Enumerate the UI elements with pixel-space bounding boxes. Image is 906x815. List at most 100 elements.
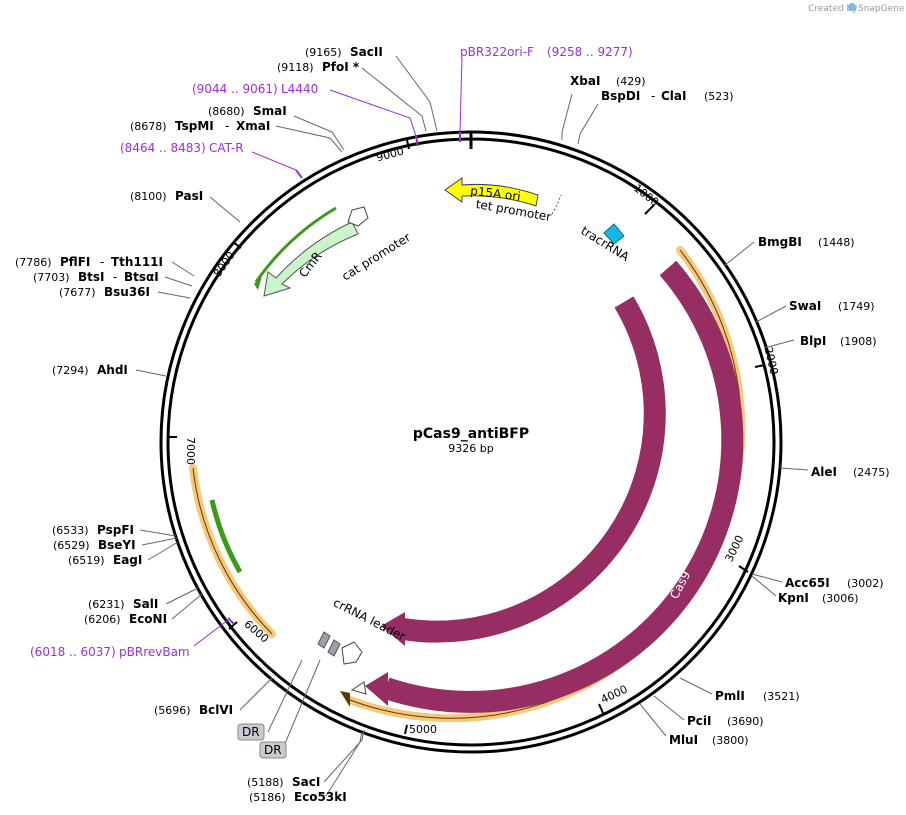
enzyme-xmai[interactable]: XmaI: [236, 119, 270, 133]
leader-sali: [165, 587, 199, 605]
enzyme-kpni[interactable]: KpnI: [778, 591, 809, 605]
crrna-leader-arrow: [341, 641, 363, 665]
enzyme-bmgbi[interactable]: BmgBI: [758, 235, 802, 249]
enzyme-pspfi[interactable]: PspFI: [97, 523, 134, 537]
leader-dr1: [267, 659, 303, 733]
enzyme-pasi[interactable]: PasI: [175, 189, 203, 203]
leader-cat-r: [251, 151, 297, 171]
pos-eagi: (6519): [68, 554, 105, 567]
enzyme-btsi[interactable]: BtsI: [78, 270, 105, 284]
enzyme-blpi[interactable]: BlpI: [800, 334, 826, 348]
pos-swai: (1749): [838, 300, 875, 313]
leader-xmai: [275, 125, 343, 153]
pos-econi: (6206): [84, 613, 121, 626]
leader-bseyi: [141, 537, 178, 546]
enzyme-bspdi[interactable]: BspDI: [601, 89, 640, 103]
svg-text:-: -: [113, 270, 117, 284]
crrna-repeat-1: [317, 631, 331, 649]
pos-bseyi: (6529): [53, 539, 90, 552]
enzyme-sacii[interactable]: SacII: [350, 45, 383, 59]
enzyme-btsai[interactable]: BtsαI: [124, 270, 159, 284]
enzyme-smai[interactable]: SmaI: [253, 104, 287, 118]
pos-pspfi: (6533): [52, 524, 89, 537]
primer-leaders: [193, 57, 463, 647]
left-green-orf: [209, 499, 243, 574]
dr-box-1: [237, 723, 265, 741]
pos-smai: (8680): [208, 105, 245, 118]
pos-tspmi: (8678): [130, 120, 167, 133]
leader-btsai: [164, 276, 193, 287]
leader-acc65i: [751, 573, 783, 583]
enzyme-ahdi[interactable]: AhdI: [97, 363, 128, 377]
credit-brand: SnapGene: [858, 4, 905, 14]
primer-pbrrevbam[interactable]: pBRrevBam: [119, 645, 190, 659]
leader-eagi: [147, 541, 179, 561]
tick-2000: [754, 364, 766, 368]
leader-bspdi: [577, 103, 599, 145]
tick-9000: [406, 139, 410, 150]
leader-sacii: [395, 55, 438, 132]
enzyme-sali[interactable]: SalI: [133, 597, 158, 611]
enzyme-eco53ki[interactable]: Eco53kI: [294, 790, 347, 804]
pos-mlui: (3800): [712, 734, 749, 747]
enzyme-bseyi[interactable]: BseYI: [98, 538, 136, 552]
enzyme-pmli[interactable]: PmlI: [715, 689, 745, 703]
snapgene-logo-icon: [848, 3, 856, 11]
primer-pbr322ori-f[interactable]: pBR322ori-F: [460, 45, 534, 59]
tick-8000: [232, 241, 242, 249]
enzyme-tspmi[interactable]: TspMI: [175, 119, 214, 133]
tick-3000: [738, 565, 749, 573]
pos-bsu36i: (7677): [59, 286, 96, 299]
pos-pmli: (3521): [763, 690, 800, 703]
enzyme-bsu36i[interactable]: Bsu36I: [104, 285, 150, 299]
leader-pfoi: [361, 67, 427, 132]
primer-l4440[interactable]: L4440: [281, 82, 318, 96]
tick-6000: [228, 621, 238, 630]
tick-5000: [404, 724, 408, 735]
tick-label-7000: 7000: [184, 437, 197, 465]
pos-xbai: (429): [616, 75, 646, 88]
enzyme-tth111i[interactable]: Tth111I: [111, 255, 163, 269]
enzyme-pfoi[interactable]: PfoI *: [322, 60, 360, 74]
enzyme-mlui[interactable]: MluI: [669, 733, 698, 747]
crrna-small-arrow: [350, 681, 367, 695]
enzyme-bclvi[interactable]: BclVI: [199, 703, 233, 717]
pos-pflfi: (7786): [15, 256, 52, 269]
enzyme-eagi[interactable]: EagI: [113, 553, 142, 567]
svg-text:-: -: [225, 119, 229, 133]
primer-l4440-range: (9044 .. 9061): [192, 82, 278, 96]
primer-marks: [227, 132, 461, 625]
leader-econi: [171, 593, 203, 620]
cas9-outer-arrowhead: [365, 672, 388, 706]
p15a-ori-arrow: [444, 177, 539, 207]
enzyme-saci[interactable]: SacI: [292, 775, 320, 789]
leader-bmgbi: [723, 241, 755, 267]
enzyme-swai[interactable]: SwaI: [789, 299, 821, 313]
cas9-inner-label: Cas9: [624, 537, 652, 570]
cas9-inner-arc: [401, 296, 666, 643]
leader-swai: [755, 305, 787, 323]
primer-cat-r[interactable]: CAT-R: [209, 141, 244, 155]
plasmid-name: pCas9_antiBFP: [413, 426, 529, 442]
enzyme-econi[interactable]: EcoNI: [129, 612, 167, 626]
enzyme-pflfi[interactable]: PflFI: [60, 255, 90, 269]
leader-xbai: [561, 93, 573, 140]
enzyme-acc65i[interactable]: Acc65I: [785, 576, 830, 590]
leader-bsu36i: [157, 291, 191, 299]
primer-mark-pbrrevbam: [227, 617, 235, 625]
enzyme-clai[interactable]: ClaI: [661, 89, 686, 103]
tick-label-5000: 5000: [409, 723, 437, 736]
leader-pcii: [653, 695, 685, 721]
pos-btsi: (7703): [33, 271, 70, 284]
enzyme-alei[interactable]: AleI: [811, 465, 837, 479]
cmr-label: CmR: [296, 249, 325, 280]
dr-label-2: DR: [264, 743, 282, 757]
pos-pasi: (8100): [130, 190, 167, 203]
svg-text:-: -: [100, 255, 104, 269]
enzyme-xbai[interactable]: XbaI: [570, 74, 600, 88]
pos-pcii: (3690): [727, 715, 764, 728]
leader-pmli: [679, 677, 713, 695]
enzyme-pcii[interactable]: PciI: [687, 714, 712, 728]
pos-bmgbi: (1448): [818, 236, 855, 249]
